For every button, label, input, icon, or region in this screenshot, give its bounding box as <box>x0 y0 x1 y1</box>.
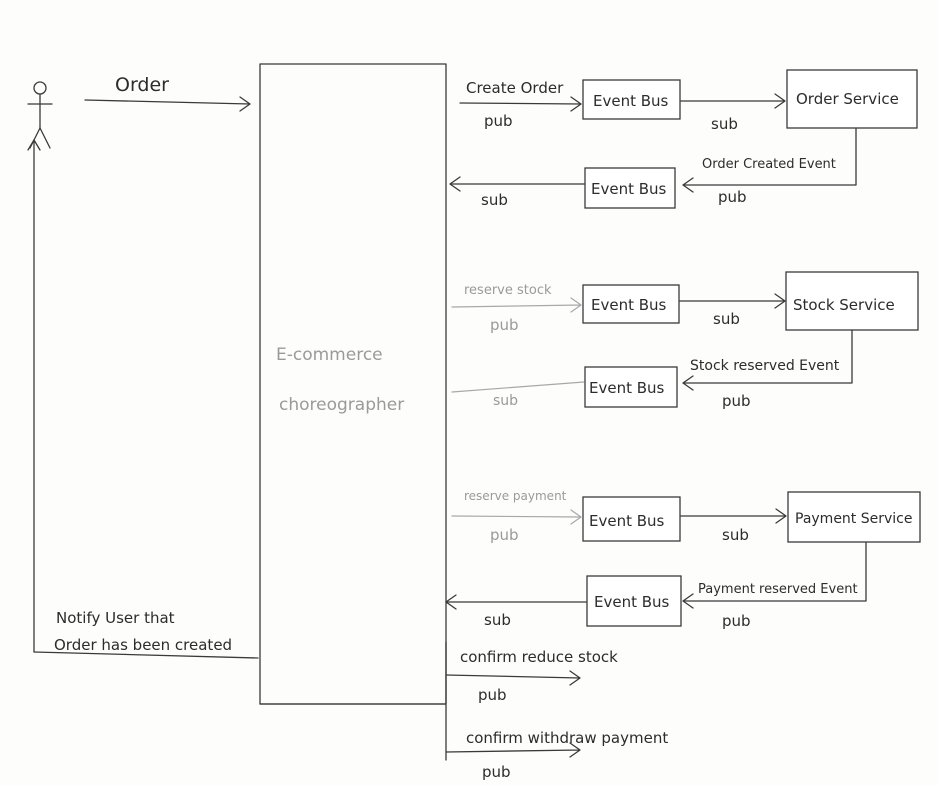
choreographer-box <box>259 63 447 705</box>
sub-arrow-5 <box>680 508 787 524</box>
sub-label-6: sub <box>484 611 511 629</box>
order-arrow <box>84 96 251 112</box>
event-bus-box-2 <box>584 167 676 209</box>
stock-reserved-return <box>682 329 853 391</box>
sub-arrow-1 <box>680 93 786 109</box>
event-bus-box-1 <box>582 79 681 120</box>
stock-service-label: Stock Service <box>793 296 895 314</box>
pub-label-7: pub <box>478 686 507 704</box>
notify-line-1: Notify User that <box>56 609 175 627</box>
reserve-stock-arrow <box>451 297 583 313</box>
event-bus-box-4 <box>584 366 678 408</box>
pub-label-3: pub <box>490 316 519 334</box>
pub-label-8: pub <box>482 763 511 781</box>
sub-return-arrow-1 <box>449 176 585 192</box>
event-bus-label-4: Event Bus <box>589 379 665 397</box>
notify-line-2: Order has been created <box>54 636 232 654</box>
sub-return-arrow-6 <box>445 594 587 610</box>
actor-stick-figure <box>27 81 53 149</box>
reserve-payment-label: reserve payment <box>464 489 567 503</box>
sub-label-4: sub <box>493 393 518 409</box>
create-order-label: Create Order <box>466 79 564 97</box>
sub-label-1: sub <box>711 115 738 133</box>
create-order-arrow <box>459 96 582 112</box>
sub-arrow-3 <box>679 293 786 309</box>
sub-label-2: sub <box>481 191 508 209</box>
actor-lifeline <box>27 139 41 653</box>
order-label: Order <box>115 74 169 96</box>
order-created-return <box>682 128 857 193</box>
event-bus-box-6 <box>586 575 682 627</box>
pub-label-5: pub <box>490 526 519 544</box>
confirm-withdraw-payment-label: confirm withdraw payment <box>466 729 668 747</box>
reserve-payment-arrow <box>451 509 583 525</box>
stock-reserved-event-label: Stock reserved Event <box>690 358 840 374</box>
payment-reserved-return <box>682 542 867 609</box>
payment-service-box <box>787 491 921 543</box>
payment-service-label: Payment Service <box>795 511 912 527</box>
pub-label-6: pub <box>722 612 751 630</box>
event-bus-box-5 <box>582 496 681 542</box>
notify-line <box>33 651 259 659</box>
reserve-stock-label: reserve stock <box>464 283 552 298</box>
event-bus-label-2: Event Bus <box>591 180 667 198</box>
choreographer-label-2: choreographer <box>279 395 404 415</box>
event-bus-box-3 <box>582 284 680 324</box>
event-bus-label-1: Event Bus <box>593 92 669 110</box>
event-bus-label-3: Event Bus <box>591 296 667 314</box>
confirm-reduce-stock-label: confirm reduce stock <box>460 648 618 666</box>
confirm-bracket-line <box>259 641 447 761</box>
event-bus-label-6: Event Bus <box>594 593 670 611</box>
confirm-withdraw-payment-arrow <box>445 742 581 758</box>
event-bus-label-5: Event Bus <box>589 512 665 530</box>
sub-return-arrow-4 <box>451 381 585 393</box>
stock-service-box <box>785 271 919 331</box>
sub-label-3: sub <box>713 310 740 328</box>
pub-label-1: pub <box>484 112 513 130</box>
confirm-reduce-stock-arrow <box>445 670 581 686</box>
pub-label-4: pub <box>722 392 751 410</box>
pub-label-2: pub <box>718 188 747 206</box>
order-service-label: Order Service <box>796 90 899 108</box>
order-created-event-label: Order Created Event <box>702 157 836 172</box>
choreographer-label-1: E-commerce <box>276 345 383 365</box>
order-service-box <box>786 69 918 129</box>
sub-label-5: sub <box>722 526 749 544</box>
payment-reserved-event-label: Payment reserved Event <box>698 582 858 597</box>
